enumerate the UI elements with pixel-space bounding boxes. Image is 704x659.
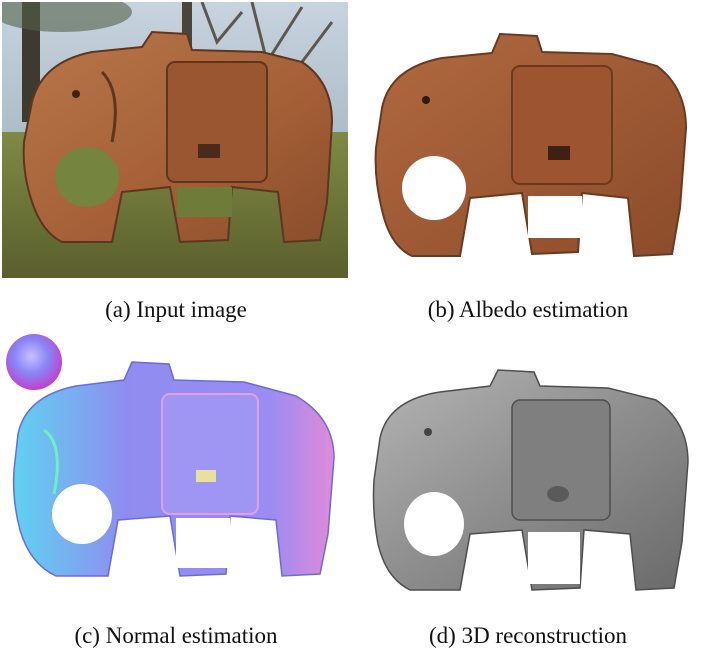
caption-input-image: (a) Input image xyxy=(105,297,247,322)
normal-image xyxy=(4,334,340,584)
reconstruction-image xyxy=(372,366,694,598)
input-image xyxy=(2,2,348,278)
normal-graphic xyxy=(6,334,335,577)
reconstruction-graphic xyxy=(372,369,689,591)
albedo-graphic xyxy=(374,32,688,258)
caption-3d-reconstruction: (d) 3D reconstruction xyxy=(429,623,627,648)
caption-normal-estimation: (c) Normal estimation xyxy=(74,623,278,648)
caption-albedo-estimation: (b) Albedo estimation xyxy=(427,297,629,322)
input-image-graphic xyxy=(2,2,348,278)
normal-sphere-legend xyxy=(6,334,62,390)
albedo-image xyxy=(372,28,692,264)
